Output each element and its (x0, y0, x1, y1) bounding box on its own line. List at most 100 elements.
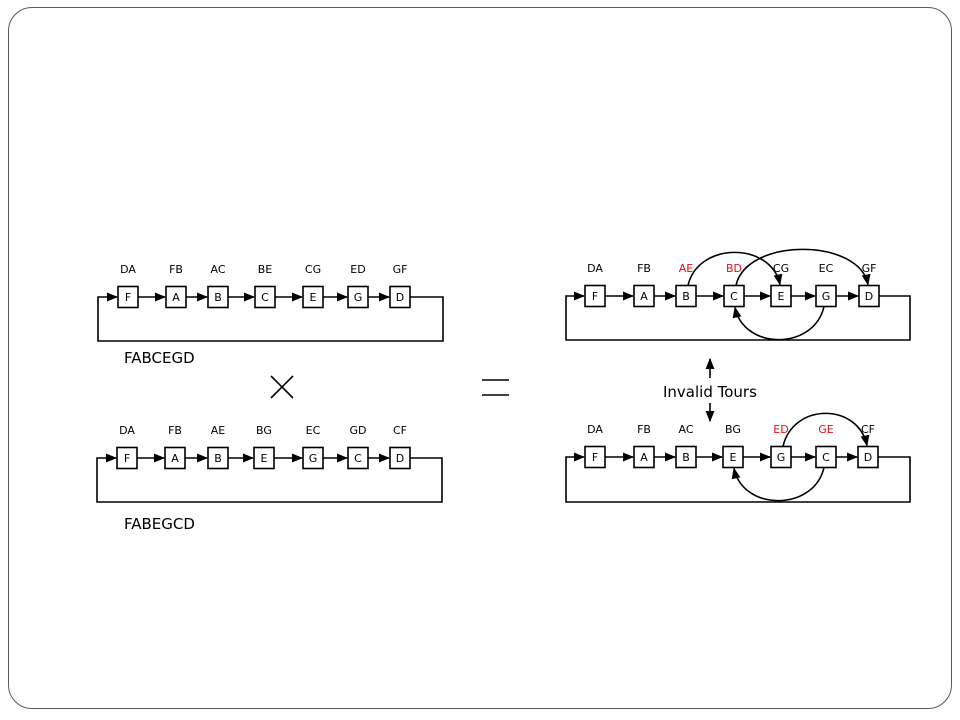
edge-label-cg: CG (305, 263, 321, 276)
node-label: A (171, 452, 179, 465)
node-g: G (815, 284, 837, 308)
node-label: C (354, 452, 362, 465)
node-f: F (117, 285, 139, 309)
node-f: F (584, 445, 606, 469)
node-label: D (864, 451, 872, 464)
node-e: E (253, 446, 275, 470)
edge-label-da: DA (587, 423, 603, 436)
node-a: A (633, 284, 655, 308)
node-label: E (261, 452, 268, 465)
node-f: F (584, 284, 606, 308)
parent-tour-2: DA FB AE BG EC GD CF F A B E G C D (96, 424, 443, 503)
crossover-arc-arrow (735, 248, 871, 286)
node-label: G (354, 291, 363, 304)
node-label: B (682, 290, 690, 303)
node-label: G (777, 451, 786, 464)
node-a: A (165, 285, 187, 309)
edge-label-gf: GF (393, 263, 408, 276)
crossover-arc-arrow (687, 251, 783, 286)
slide-frame (8, 7, 952, 709)
edge-label-fb: FB (168, 424, 182, 437)
node-label: E (778, 290, 785, 303)
edge-label-fb: FB (637, 423, 651, 436)
child-tour-2: DA FB AC BG ED GE CF F A B E G C D (565, 412, 911, 503)
parent-tour-2-label: FABEGCD (124, 515, 195, 533)
edge-label-cf: CF (861, 423, 875, 436)
node-d: D (857, 445, 879, 469)
node-label: D (865, 290, 873, 303)
node-c: C (347, 446, 369, 470)
node-d: D (389, 446, 411, 470)
node-label: F (125, 291, 131, 304)
parent-tour-1: DA FB AC BE CG ED GF F A B C E G D (97, 263, 444, 342)
node-b: B (675, 445, 697, 469)
edge-label-bg: BG (725, 423, 741, 436)
node-label: D (396, 452, 404, 465)
edge-label-ac: AC (210, 263, 225, 276)
node-label: G (822, 290, 831, 303)
node-label: G (309, 452, 318, 465)
edge-label-gf: GF (862, 262, 877, 275)
return-loop-arrow (565, 291, 911, 341)
edge-label-da: DA (587, 262, 603, 275)
node-label: B (682, 451, 690, 464)
node-c: C (723, 284, 745, 308)
node-g: G (347, 285, 369, 309)
equals-operator (482, 379, 509, 396)
node-label: B (214, 452, 222, 465)
edge-label-bg: BG (256, 424, 272, 437)
node-label: A (172, 291, 180, 304)
edge-label-cf: CF (393, 424, 407, 437)
edge-label-fb: FB (169, 263, 183, 276)
node-a: A (633, 445, 655, 469)
node-c: C (254, 285, 276, 309)
crossover-arc-arrow (782, 412, 870, 447)
return-loop-arrow (96, 453, 443, 503)
node-label: E (730, 451, 737, 464)
edge-label-ge: GE (818, 423, 834, 436)
edge-label-ed: ED (350, 263, 365, 276)
node-b: B (207, 446, 229, 470)
return-loop-arrow (97, 292, 444, 342)
edge-label-ed: ED (773, 423, 788, 436)
node-g: G (770, 445, 792, 469)
cross-operator (270, 375, 294, 399)
return-loop-arrow (565, 452, 911, 503)
node-label: B (214, 291, 222, 304)
node-e: E (302, 285, 324, 309)
node-label: A (640, 451, 648, 464)
edge-label-cg: CG (773, 262, 789, 275)
node-label: C (261, 291, 269, 304)
node-d: D (858, 284, 880, 308)
edge-label-ec: EC (306, 424, 321, 437)
edge-label-da: DA (119, 424, 135, 437)
node-c: C (815, 445, 837, 469)
child-tour-1: DA FB AE BD CG EC GF F A B C E G D (565, 248, 911, 341)
node-g: G (302, 446, 324, 470)
node-label: F (592, 451, 598, 464)
node-d: D (389, 285, 411, 309)
node-label: D (396, 291, 404, 304)
node-e: E (722, 445, 744, 469)
node-label: C (822, 451, 830, 464)
edge-label-be: BE (258, 263, 273, 276)
node-e: E (770, 284, 792, 308)
edge-label-fb: FB (637, 262, 651, 275)
edge-label-da: DA (120, 263, 136, 276)
edge-label-bd: BD (726, 262, 742, 275)
edge-label-ac: AC (678, 423, 693, 436)
edge-label-ec: EC (819, 262, 834, 275)
parent-tour-1-label: FABCEGD (124, 349, 195, 367)
node-a: A (164, 446, 186, 470)
node-label: E (310, 291, 317, 304)
edge-label-ae: AE (211, 424, 226, 437)
edge-label-gd: GD (350, 424, 367, 437)
node-label: F (592, 290, 598, 303)
edge-label-ae: AE (679, 262, 694, 275)
node-label: F (124, 452, 130, 465)
node-label: A (640, 290, 648, 303)
node-b: B (207, 285, 229, 309)
invalid-tours-label: Invalid Tours (663, 383, 757, 401)
node-f: F (116, 446, 138, 470)
